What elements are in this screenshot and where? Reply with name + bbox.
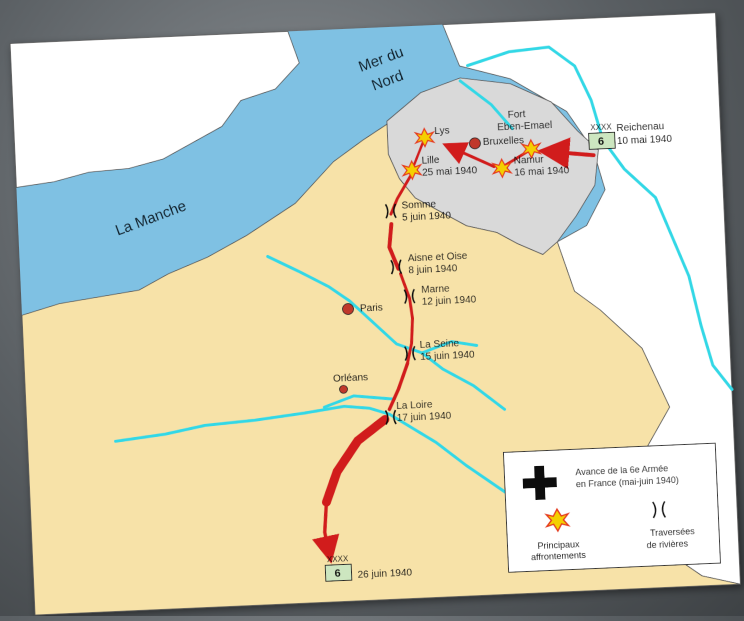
label-paris: Paris	[360, 303, 383, 315]
crossing-symbols	[384, 203, 417, 425]
explosion-icon	[401, 159, 424, 181]
river-crossing-icon	[404, 345, 417, 361]
label-aisne-name: Aisne et Oise	[408, 251, 468, 265]
army-unit-start: XXXX 6	[588, 122, 616, 150]
label-marne-date: 12 juin 1940	[422, 294, 477, 307]
label-lille-name: Lille	[421, 155, 440, 167]
legend-advance-2: en France (mai-juin 1940)	[576, 475, 679, 489]
explosions	[401, 127, 543, 181]
river-crossing-icon	[403, 288, 416, 304]
label-lys: Lys	[434, 125, 450, 137]
advance-to-loire	[387, 361, 410, 412]
label-somme-name: Somme	[401, 199, 436, 212]
label-fort-1: Fort	[507, 109, 525, 121]
unit-number-end: 6	[334, 568, 341, 580]
label-namur-name: Namur	[513, 154, 544, 166]
legend-crossings-1: Traversées	[650, 526, 696, 538]
label-marne-name: Marne	[421, 284, 450, 296]
advance-route	[311, 137, 596, 564]
england-land	[9, 30, 300, 188]
river-loire-branch	[322, 394, 396, 409]
label-aisne-date: 8 juin 1940	[408, 263, 458, 276]
legend: Avance de la 6e Armée en France (mai-jui…	[502, 442, 721, 573]
city-dot-orleans	[339, 384, 348, 394]
label-seine-name: La Seine	[419, 338, 459, 351]
legend-battles-1: Principaux	[537, 539, 580, 551]
river-somme	[458, 79, 514, 131]
river-crossing-icon	[384, 203, 397, 219]
advance-to-somme	[389, 171, 414, 216]
label-lille-date: 25 mai 1940	[422, 165, 478, 178]
unit-marker-top-end: XXXX	[327, 554, 349, 564]
advance-reichenau-namur	[537, 137, 596, 170]
label-namur-date: 16 mai 1940	[514, 165, 570, 178]
city-dot-bruxelles	[469, 137, 481, 150]
explosion-icon	[544, 507, 571, 533]
advance-south-thick	[321, 415, 390, 507]
explosion-icon	[413, 127, 436, 148]
label-fort-2: Eben-Emael	[497, 120, 552, 133]
river-crossing-icon	[384, 409, 397, 425]
label-orleans: Orléans	[333, 372, 368, 385]
river-loire	[114, 404, 510, 496]
river-seine	[266, 255, 507, 411]
label-loire-date: 17 juin 1940	[397, 411, 452, 424]
label-somme-date: 5 juin 1940	[402, 210, 452, 223]
river-rhine	[466, 45, 734, 391]
rivers	[114, 45, 734, 496]
advance-to-bruxelles	[442, 142, 496, 169]
legend-advance-1: Avance de la 6e Armée	[575, 463, 668, 477]
river-crossing-icon	[652, 501, 667, 519]
river-crossing-icon	[390, 259, 403, 275]
label-seine-date: 15 juin 1940	[420, 350, 475, 363]
label-reichenau-date: 10 mai 1940	[617, 134, 673, 147]
label-loire-name: La Loire	[396, 399, 433, 412]
label-end-date: 26 juin 1940	[357, 567, 412, 580]
river-seine-branch	[420, 340, 479, 355]
explosion-icon	[520, 138, 543, 160]
unit-number: 6	[598, 136, 605, 148]
army-unit-end: XXXX 6	[324, 554, 353, 582]
label-reichenau-name: Reichenau	[616, 121, 664, 134]
legend-crossings-2: de rivières	[646, 538, 688, 550]
advance-to-marne	[399, 272, 414, 320]
explosion-icon	[491, 157, 514, 179]
german-cross-icon	[522, 465, 557, 501]
legend-battles-2: affrontements	[531, 550, 587, 562]
city-dot-paris	[342, 303, 354, 315]
unit-marker-top: XXXX	[590, 122, 612, 132]
advance-south-end	[311, 500, 340, 564]
advance-to-seine	[405, 316, 414, 366]
advance-to-aisne	[387, 222, 401, 271]
label-bruxelles: Bruxelles	[483, 135, 525, 148]
